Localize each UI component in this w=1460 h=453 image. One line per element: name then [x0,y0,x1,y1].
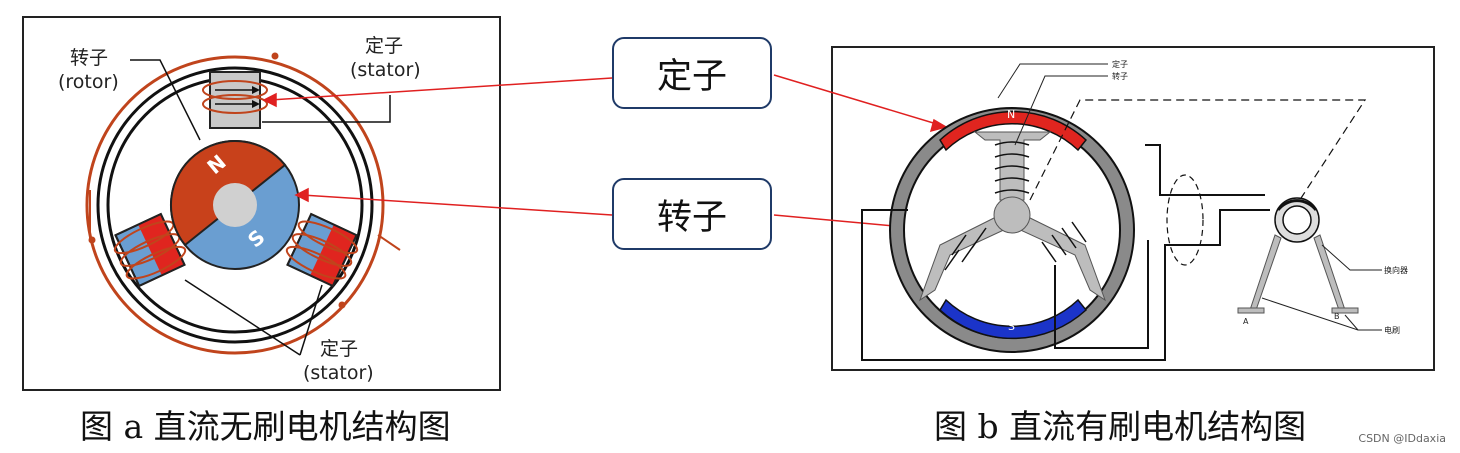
dashed-loop [1166,174,1204,266]
outer-winding-ring [85,55,385,355]
label-brush: 电刷 [1384,325,1400,335]
arrow-head-stator-b [929,118,948,133]
stator-coil-right [285,212,359,288]
rotor-callout-text: 转子 [656,197,727,238]
stator-coil-top [202,71,268,129]
arrow-rotor-to-panel-a [301,194,613,216]
stator-ring-outer [96,66,374,344]
stator-coil-left [113,212,187,288]
circuit-wires [861,144,1270,361]
stator-pole-n-label: N [1007,108,1015,121]
armature-coils [944,141,1087,271]
stator-pole-n-shape [939,110,1088,152]
rotor-label: 转子 [70,47,108,69]
watermark: CSDN @IDdaxia [1358,432,1446,445]
stator-callout-text: 定子 [656,56,727,97]
arrow-stator-to-panel-b [773,74,941,126]
arrow-head-rotor-a [294,187,309,203]
label-stator-b: 定子 [1112,59,1128,69]
brushed-motor-diagram: N S [861,59,1408,361]
stator-callout: 定子 [612,37,772,109]
rotor-magnet: N S [170,139,300,270]
brushes [1237,234,1359,314]
stator-top-leader-line [262,95,391,123]
label-commutator: 换向器 [1384,265,1408,275]
brushless-motor-diagram: N S 转子 (rotor) 定子 (stator) 定子 (stator) [58,35,421,384]
commutator [1274,197,1320,243]
brush-a-label: A [1243,317,1249,326]
arrow-head-stator-a [262,92,277,108]
stator-bottom-label-en: (stator) [303,362,374,384]
caption-brushless: 图 a 直流无刷电机结构图 [80,407,451,446]
stator-pole-s-shape [939,298,1088,340]
brush-b-label: B [1334,312,1340,321]
rotor-label-en: (rotor) [58,71,119,93]
panel-b-leaders [997,63,1382,331]
stator-bottom-label: 定子 [320,338,358,360]
label-rotor-b: 转子 [1112,71,1128,81]
caption-brushed: 图 b 直流有刷电机结构图 [934,407,1307,446]
stator-pole-s-label: S [1008,320,1015,333]
dashed-line [1029,99,1367,216]
stator-top-label-en: (stator) [350,59,421,81]
arrow-stator-to-panel-a [269,77,613,101]
rotor-leader-line [130,59,201,141]
stator-top-label: 定子 [365,35,403,57]
rotor-callout: 转子 [612,178,772,250]
stator-bottom-leader-line [184,279,323,356]
